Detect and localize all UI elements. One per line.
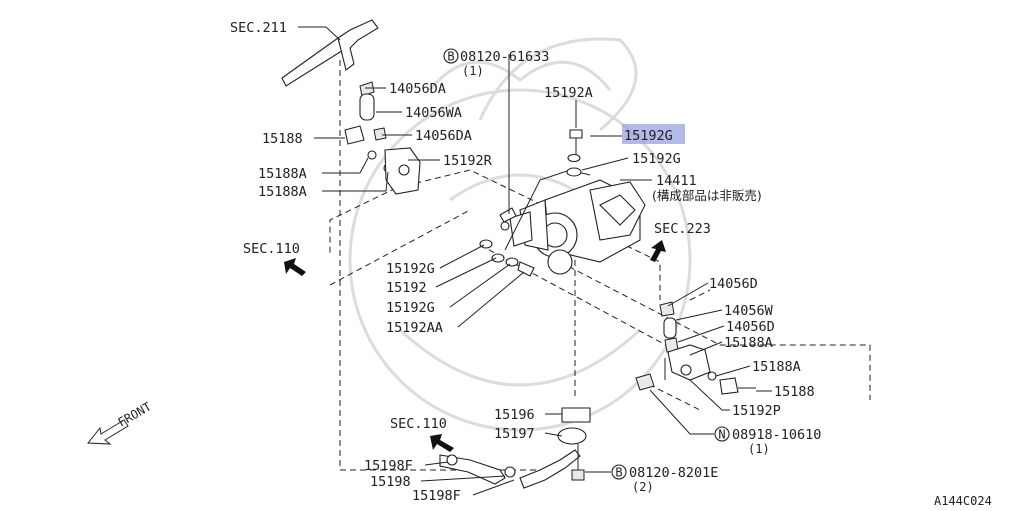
label-15192g-left-2[interactable]: 15192G xyxy=(386,300,435,316)
label-bolt-08120-8201e[interactable]: 08120-8201E xyxy=(629,465,718,481)
label-14411[interactable]: 14411 xyxy=(656,173,697,189)
circled-markers: B N B xyxy=(443,48,730,480)
label-14056d-1[interactable]: 14056D xyxy=(709,276,758,292)
n-marker-icon xyxy=(714,426,730,442)
arrow-sec110-bottom xyxy=(430,434,454,452)
front-arrow-icon xyxy=(86,419,129,445)
label-15198f-1[interactable]: 15198F xyxy=(364,458,413,474)
label-14411-note: (構成部品は非販売) xyxy=(652,188,762,203)
label-sec110-left[interactable]: SEC.110 xyxy=(243,241,300,257)
label-15192p[interactable]: 15192P xyxy=(732,403,781,419)
label-15198[interactable]: 15198 xyxy=(370,474,411,490)
label-15192g-highlighted[interactable]: 15192G xyxy=(624,128,673,144)
label-15188a-right-2[interactable]: 15188A xyxy=(752,359,801,375)
label-n-qty: (1) xyxy=(748,442,770,456)
direction-arrows xyxy=(86,240,666,452)
label-15188-right[interactable]: 15188 xyxy=(774,384,815,400)
watermark-emblem xyxy=(348,37,692,432)
label-14056da-top[interactable]: 14056DA xyxy=(389,81,446,97)
leader-lines xyxy=(298,26,772,496)
label-15192[interactable]: 15192 xyxy=(386,280,427,296)
label-bolt-08120-61633[interactable]: 08120-61633 xyxy=(460,49,549,65)
turbocharger-14411 xyxy=(500,169,646,275)
label-15192aa[interactable]: 15192AA xyxy=(386,320,443,336)
label-bolt-bottom-qty: (2) xyxy=(632,480,654,494)
turbo-fasteners xyxy=(479,129,583,277)
label-sec211[interactable]: SEC.211 xyxy=(230,20,287,36)
label-15196[interactable]: 15196 xyxy=(494,407,535,423)
right-pipe-assembly xyxy=(635,301,756,395)
label-15197[interactable]: 15197 xyxy=(494,426,535,442)
label-n-08918-10610[interactable]: 08918-10610 xyxy=(732,427,821,443)
selected-part-highlight xyxy=(622,124,685,144)
n-marker-text: N xyxy=(718,428,725,442)
label-14056w[interactable]: 14056W xyxy=(724,303,774,319)
label-bolt-top-qty: (1) xyxy=(462,64,484,78)
label-15192g-left-1[interactable]: 15192G xyxy=(386,261,435,277)
label-15188a-2[interactable]: 15188A xyxy=(258,184,307,200)
figure-code: A144C024 xyxy=(934,494,992,508)
label-sec110-bottom[interactable]: SEC.110 xyxy=(390,416,447,432)
b-marker-top-text: B xyxy=(447,50,454,64)
b-marker-bottom-text: B xyxy=(615,466,622,480)
arrow-sec110-left xyxy=(284,258,306,276)
arrow-sec223 xyxy=(650,240,666,262)
label-sec223[interactable]: SEC.223 xyxy=(654,221,711,237)
label-15198f-2[interactable]: 15198F xyxy=(412,488,461,504)
label-15192g-right[interactable]: 15192G xyxy=(632,151,681,167)
b-marker-bottom-icon xyxy=(611,464,627,480)
label-15192a[interactable]: 15192A xyxy=(544,85,593,101)
label-14056d-2[interactable]: 14056D xyxy=(726,319,775,335)
label-15192r[interactable]: 15192R xyxy=(443,153,493,169)
label-14056da-mid[interactable]: 14056DA xyxy=(415,128,472,144)
label-15188a-1[interactable]: 15188A xyxy=(258,166,307,182)
label-front: FRONT xyxy=(116,399,154,429)
label-14056wa[interactable]: 14056WA xyxy=(405,105,462,121)
b-marker-top-icon xyxy=(443,48,459,64)
part-labels: SEC.211 14056DA 14056WA 15188 14056DA 15… xyxy=(116,20,992,508)
label-15188a-right-1[interactable]: 15188A xyxy=(724,335,773,351)
label-15188-left[interactable]: 15188 xyxy=(262,131,303,147)
